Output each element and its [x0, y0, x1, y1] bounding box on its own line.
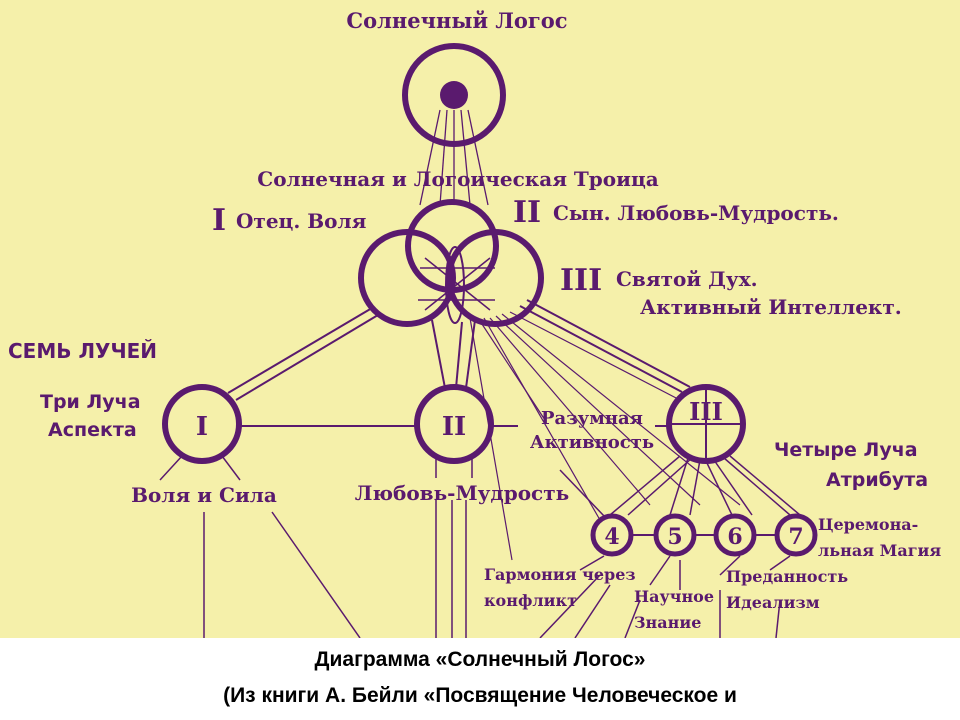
caption-title: Диаграмма «Солнечный Логос»	[314, 648, 646, 671]
aspect-1-numeral: I	[212, 203, 226, 238]
ray-1-numeral: I	[196, 412, 208, 442]
trinity-to-rays-lines	[227, 299, 691, 401]
caption-area: Диаграмма «Солнечный Логос» (Из книги А.…	[0, 638, 960, 720]
top-title: Солнечный Логос	[346, 8, 567, 33]
ray-5-numeral: 5	[667, 524, 682, 550]
ray-7-label-line2: льная Магия	[818, 541, 941, 560]
logos-connectors	[419, 109, 489, 206]
ray-4-numeral: 4	[604, 524, 619, 550]
solar-logos-diagram: Солнечный Логос Солнечная и Логоическая …	[8, 8, 941, 638]
three-rays-line1: Три Луча	[40, 391, 141, 413]
trinity-title: Солнечная и Логоическая Троица	[257, 167, 658, 191]
aspect-1-label: Отец. Воля	[236, 209, 367, 233]
ray-6-label-line2: Идеализм	[726, 593, 820, 612]
ray-5-label-line1: Научное	[634, 587, 714, 606]
aspect-3-label-line1: Святой Дух.	[616, 267, 758, 291]
ray-7-label-line1: Церемона-	[818, 515, 918, 534]
diagram-panel: Солнечный Логос Солнечная и Логоическая …	[0, 0, 960, 638]
ray-3-label-line1: Разумная	[541, 408, 643, 429]
aspect-2-numeral: II	[513, 195, 541, 230]
ray-1-label: Воля и Сила	[131, 483, 277, 507]
ray-4-label-line1: Гармония через	[484, 565, 636, 584]
lower-lines	[159, 455, 801, 638]
aspect-3-numeral: III	[560, 263, 602, 298]
ray-7-numeral: 7	[788, 524, 803, 550]
aspect-2-label: Сын. Любовь-Мудрость.	[553, 201, 839, 225]
ray-2-label: Любовь-Мудрость	[355, 481, 569, 505]
four-rays-line1: Четыре Луча	[774, 439, 918, 461]
ray-1-node	[162, 384, 242, 464]
caption-source: (Из книги А. Бейли «Посвящение Человечес…	[223, 684, 737, 707]
ray-6-numeral: 6	[727, 524, 742, 550]
three-rays-line2: Аспекта	[48, 419, 137, 441]
aspect-circle-father	[358, 229, 456, 327]
ray-5-label-line2: Знание	[634, 613, 701, 632]
ray-3-numeral: III	[689, 397, 723, 426]
ray-2-numeral: II	[442, 412, 466, 442]
four-rays-line2: Атрибута	[826, 469, 928, 491]
ray-2-node	[414, 384, 494, 464]
ray-4-label-line2: конфликт	[484, 591, 577, 610]
ray-6-label-line1: Преданность	[726, 567, 848, 586]
ray-3-label-line2: Активность	[530, 432, 654, 453]
aspect-3-label-line2: Активный Интеллект.	[640, 295, 902, 319]
seven-rays-heading: СЕМЬ ЛУЧЕЙ	[8, 339, 157, 363]
